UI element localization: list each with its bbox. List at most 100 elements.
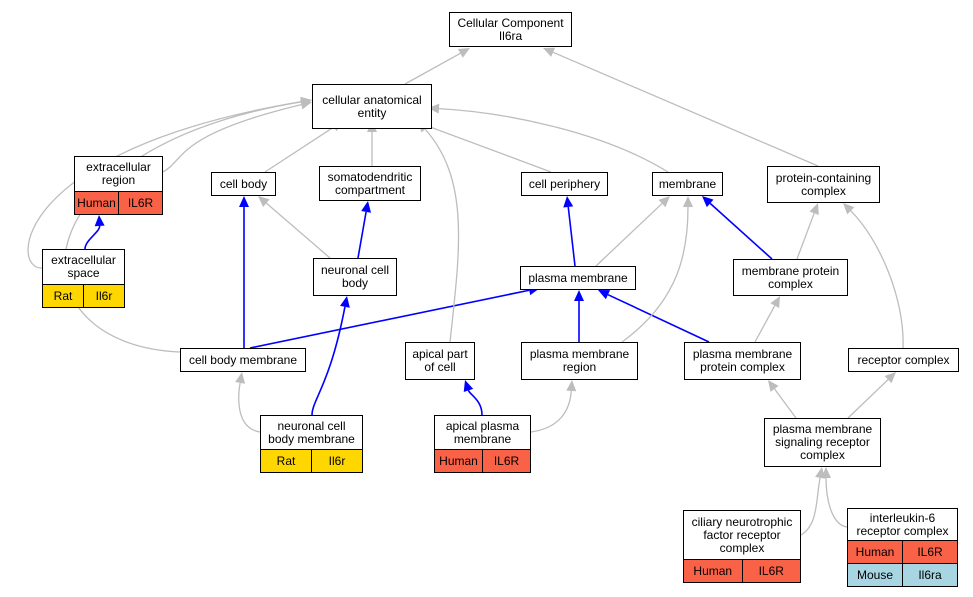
node-pm-signaling[interactable]: plasma membrane signaling receptor compl… bbox=[764, 418, 881, 467]
node-membrane[interactable]: membrane bbox=[652, 172, 723, 196]
edge-cell-body-membrane-to-cae bbox=[64, 101, 302, 353]
node-label: somatodendritic compartment bbox=[327, 169, 413, 197]
node-label: cell periphery bbox=[528, 176, 601, 191]
node-somatodendritic[interactable]: somatodendritic compartment bbox=[319, 166, 421, 201]
edge-receptor-complex-to-protein-complex bbox=[850, 210, 904, 349]
node-neuronal-cell-body[interactable]: neuronal cell body bbox=[313, 258, 397, 296]
edge-pm-protein-complex-to-plasma-membrane bbox=[607, 293, 710, 343]
edge-membrane-protein-complex-to-protein-complex bbox=[796, 213, 815, 260]
edge-plasma-membrane-to-membrane bbox=[595, 203, 663, 267]
edge-ncb-membrane-to-neuronal-cell-body bbox=[311, 306, 346, 416]
node-pm-protein-complex[interactable]: plasma membrane protein complex bbox=[684, 342, 801, 380]
node-label: neuronal cell body membrane bbox=[268, 418, 355, 446]
node-apical-part[interactable]: apical part of cell bbox=[405, 342, 475, 380]
edge-extracellular-space-to-cae-arrowhead bbox=[300, 96, 312, 107]
edge-cell-body-membrane-to-cell-body-arrowhead bbox=[239, 196, 249, 207]
edge-protein-complex-to-cc-arrowhead bbox=[543, 47, 556, 57]
node-cell-body-membrane[interactable]: cell body membrane bbox=[180, 348, 306, 372]
edge-ncb-membrane-to-cell-body-membrane bbox=[238, 382, 261, 433]
edge-pm-signaling-to-pm-protein-complex-arrowhead bbox=[768, 380, 779, 392]
edge-neuronal-cell-body-to-cell-body bbox=[265, 202, 331, 259]
node-pm-region[interactable]: plasma membrane region bbox=[521, 342, 638, 380]
node-label: Cellular Component Il6ra bbox=[457, 15, 564, 43]
node-label: membrane bbox=[658, 176, 717, 191]
edge-plasma-membrane-to-cell-periphery-arrowhead bbox=[563, 196, 574, 208]
species-tag: Human bbox=[684, 560, 742, 582]
edge-ncb-membrane-to-cell-body-membrane-arrowhead bbox=[235, 372, 246, 384]
edge-pm-protein-complex-to-membrane-protein-complex bbox=[754, 305, 776, 343]
edge-membrane-to-cae bbox=[438, 107, 669, 173]
edge-plasma-membrane-to-cell-periphery bbox=[567, 206, 576, 267]
edge-neuronal-cell-body-to-somatodendritic bbox=[357, 211, 367, 259]
node-label: plasma membrane signaling receptor compl… bbox=[772, 422, 873, 462]
edge-neuronal-cell-body-to-cell-body-arrowhead bbox=[258, 196, 270, 207]
edge-cell-body-membrane-to-cae-arrowhead bbox=[300, 96, 312, 107]
edge-extracellular-region-to-cae bbox=[162, 103, 302, 173]
edge-receptor-complex-to-protein-complex-arrowhead bbox=[843, 203, 855, 215]
edge-pm-region-to-membrane-arrowhead bbox=[683, 196, 693, 207]
edge-protein-complex-to-cc bbox=[552, 51, 819, 167]
node-cell-body[interactable]: cell body bbox=[211, 172, 276, 196]
edge-extracellular-space-to-extracellular-region-arrowhead bbox=[94, 215, 105, 227]
node-label: cell body membrane bbox=[188, 352, 298, 367]
gene-tag: Il6r bbox=[83, 285, 124, 307]
node-label: plasma membrane protein complex bbox=[692, 347, 793, 374]
node-label: membrane protein complex bbox=[741, 263, 840, 291]
node-plasma-membrane[interactable]: plasma membrane bbox=[520, 266, 636, 290]
edge-il6-complex-to-pm-signaling bbox=[825, 477, 848, 528]
node-protein-complex[interactable]: protein-containing complex bbox=[767, 166, 880, 203]
species-tag: Rat bbox=[261, 450, 311, 472]
node-cell-periphery[interactable]: cell periphery bbox=[521, 172, 608, 196]
edge-cae-to-cc-arrowhead bbox=[457, 48, 470, 58]
node-membrane-protein-complex[interactable]: membrane protein complex bbox=[733, 259, 848, 296]
edge-extracellular-region-to-cae-arrowhead bbox=[300, 99, 312, 110]
edge-pm-region-to-plasma-membrane-arrowhead bbox=[574, 290, 584, 301]
gene-tag: IL6R bbox=[741, 560, 800, 582]
species-tag: Human bbox=[75, 192, 118, 214]
edge-pm-signaling-to-pm-protein-complex bbox=[774, 388, 797, 419]
node-label: protein-containing complex bbox=[775, 170, 872, 198]
species-tag: Rat bbox=[43, 285, 83, 307]
edge-cntf-to-pm-signaling bbox=[800, 477, 821, 536]
edge-pm-signaling-to-receptor-complex-arrowhead bbox=[884, 372, 896, 384]
edge-cell-periphery-to-cae bbox=[424, 124, 552, 173]
node-cntf[interactable]: ciliary neurotrophic factor receptor com… bbox=[683, 510, 801, 583]
node-cc[interactable]: Cellular Component Il6ra bbox=[449, 12, 572, 47]
edge-neuronal-cell-body-to-somatodendritic-arrowhead bbox=[361, 201, 372, 213]
edge-pm-signaling-to-receptor-complex bbox=[847, 379, 889, 419]
edge-pm-protein-complex-to-membrane-protein-complex-arrowhead bbox=[770, 296, 780, 309]
edge-pm-protein-complex-to-plasma-membrane-arrowhead bbox=[598, 290, 611, 300]
edge-il6-complex-to-pm-signaling-arrowhead bbox=[821, 467, 831, 478]
edge-cell-body-membrane-to-plasma-membrane bbox=[249, 289, 530, 349]
node-label: cell body bbox=[219, 176, 268, 191]
node-receptor-complex[interactable]: receptor complex bbox=[848, 348, 959, 372]
node-label: plasma membrane region bbox=[529, 347, 630, 374]
node-label: apical part of cell bbox=[412, 347, 468, 374]
node-label: ciliary neurotrophic factor receptor com… bbox=[691, 514, 793, 555]
edge-apical-pm-to-apical-part bbox=[467, 390, 483, 416]
gene-tag: IL6R bbox=[118, 192, 162, 214]
edge-apical-pm-to-pm-region bbox=[530, 390, 572, 433]
gene-tag: IL6R bbox=[482, 450, 530, 472]
edge-cae-to-cc bbox=[404, 52, 461, 85]
edge-membrane-protein-complex-to-protein-complex-arrowhead bbox=[809, 203, 819, 216]
edge-plasma-membrane-to-membrane-arrowhead bbox=[658, 196, 670, 208]
node-label: interleukin-6 receptor complex bbox=[856, 510, 949, 538]
node-label: extracellular region bbox=[86, 160, 151, 187]
edge-cntf-to-pm-signaling-arrowhead bbox=[815, 467, 825, 479]
species-tag: Human bbox=[848, 541, 902, 563]
node-cae[interactable]: cellular anatomical entity bbox=[312, 84, 432, 129]
edge-extracellular-space-to-extracellular-region bbox=[84, 225, 101, 250]
gene-tag: Il6ra bbox=[902, 564, 957, 586]
